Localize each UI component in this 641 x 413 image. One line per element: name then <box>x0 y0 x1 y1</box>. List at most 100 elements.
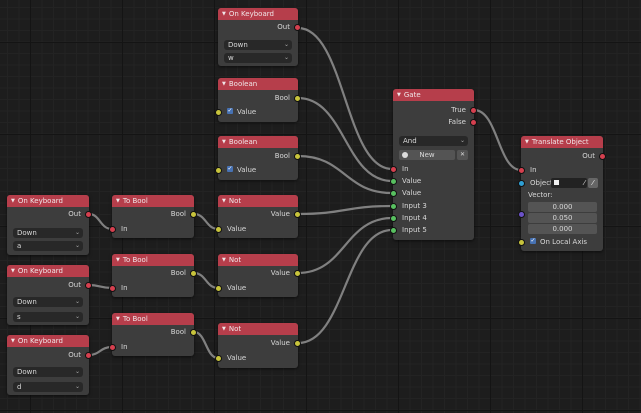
output-socket[interactable] <box>470 119 477 126</box>
eyedropper-button[interactable]: ⁄ <box>588 178 598 188</box>
node-header[interactable]: ▼Not <box>218 195 298 207</box>
input-socket[interactable] <box>215 226 222 233</box>
event-dropdown[interactable]: Down⌄ <box>224 40 292 50</box>
key-dropdown[interactable]: s⌄ <box>13 312 83 322</box>
node-on-keyboard-w[interactable]: ▼On Keyboard Out Down⌄ w⌄ <box>218 8 301 66</box>
local-axis-row[interactable]: ✓On Local Axis <box>518 237 603 247</box>
node-header[interactable]: ▼On Keyboard <box>7 195 89 207</box>
input-socket[interactable] <box>109 226 116 233</box>
vector-input-socket[interactable] <box>518 211 525 218</box>
event-dropdown[interactable]: Down⌄ <box>13 228 83 238</box>
collapse-icon[interactable]: ▼ <box>116 198 120 204</box>
node-translate-object[interactable]: ▼Translate Object Out In Object: ⁄ ⁄ Vec… <box>518 136 606 251</box>
checkbox[interactable]: ✓ <box>530 237 536 244</box>
link-not3-gate-input5 <box>296 228 394 345</box>
event-dropdown[interactable]: Down⌄ <box>13 367 83 377</box>
output-socket[interactable] <box>85 282 92 289</box>
node-boolean-2[interactable]: ▼Boolean Bool ✓Value <box>215 136 301 180</box>
collapse-icon[interactable]: ▼ <box>222 81 226 87</box>
value-checkbox-row[interactable]: ✓Value <box>215 107 298 117</box>
output-socket[interactable] <box>85 352 92 359</box>
collapse-icon[interactable]: ▼ <box>11 198 15 204</box>
node-boolean-1[interactable]: ▼Boolean Bool ✓Value <box>215 78 301 122</box>
output-socket[interactable] <box>599 153 606 160</box>
collapse-icon[interactable]: ▼ <box>116 316 120 322</box>
event-dropdown[interactable]: Down⌄ <box>13 297 83 307</box>
key-dropdown[interactable]: a⌄ <box>13 241 83 251</box>
node-not-1[interactable]: ▼Not Value Value <box>215 195 301 238</box>
collapse-icon[interactable]: ▼ <box>222 257 226 263</box>
new-button[interactable]: New <box>399 150 455 160</box>
node-to-bool-1[interactable]: ▼To Bool Bool In <box>109 195 197 238</box>
node-header[interactable]: ▼Boolean <box>218 78 298 90</box>
collapse-icon[interactable]: ▼ <box>222 11 226 17</box>
input-socket[interactable] <box>109 285 116 292</box>
node-to-bool-2[interactable]: ▼To Bool Bool In <box>109 254 197 297</box>
output-socket[interactable] <box>294 211 301 218</box>
input-socket[interactable] <box>390 178 397 185</box>
node-header[interactable]: ▼Translate Object <box>521 136 603 148</box>
node-gate[interactable]: ▼Gate True False And⌄ New ✕ In Value Val… <box>390 89 477 240</box>
node-header[interactable]: ▼To Bool <box>112 313 194 325</box>
collapse-icon[interactable]: ▼ <box>116 257 120 263</box>
output-socket[interactable] <box>294 95 301 102</box>
node-to-bool-3[interactable]: ▼To Bool Bool In <box>109 313 197 356</box>
input-socket[interactable] <box>518 167 525 174</box>
input-socket[interactable] <box>215 355 222 362</box>
collapse-icon[interactable]: ▼ <box>222 198 226 204</box>
node-header[interactable]: ▼Not <box>218 254 298 266</box>
output-socket[interactable] <box>190 329 197 336</box>
node-not-3[interactable]: ▼Not Value Value <box>215 323 301 368</box>
checkbox[interactable]: ✓ <box>227 107 233 114</box>
input-socket[interactable] <box>390 166 397 173</box>
vector-z-field[interactable]: 0.000 <box>528 224 597 234</box>
input-socket[interactable] <box>390 215 397 222</box>
vector-x-field[interactable]: 0.000 <box>528 202 597 212</box>
object-picker[interactable]: ⁄ <box>551 178 587 188</box>
input-socket[interactable] <box>390 190 397 197</box>
input-socket[interactable] <box>518 180 525 187</box>
output-socket[interactable] <box>190 211 197 218</box>
collapse-icon[interactable]: ▼ <box>397 92 401 98</box>
input-socket[interactable] <box>390 227 397 234</box>
input-socket[interactable] <box>390 203 397 210</box>
node-header[interactable]: ▼On Keyboard <box>218 8 298 20</box>
collapse-icon[interactable]: ▼ <box>11 338 15 344</box>
collapse-icon[interactable]: ▼ <box>222 326 226 332</box>
output-socket[interactable] <box>470 107 477 114</box>
eyedropper-icon[interactable]: ⁄ <box>583 179 585 187</box>
checkbox[interactable]: ✓ <box>227 165 233 172</box>
node-header[interactable]: ▼To Bool <box>112 254 194 266</box>
collapse-icon[interactable]: ▼ <box>222 139 226 145</box>
output-socket[interactable] <box>294 270 301 277</box>
vector-y-field[interactable]: 0.050 <box>528 213 597 223</box>
collapse-icon[interactable]: ▼ <box>11 268 15 274</box>
node-header[interactable]: ▼Boolean <box>218 136 298 148</box>
output-socket[interactable] <box>294 340 301 347</box>
node-header[interactable]: ▼Not <box>218 323 298 335</box>
input-socket[interactable] <box>109 344 116 351</box>
output-socket[interactable] <box>294 24 301 31</box>
input-socket[interactable] <box>518 239 525 246</box>
mode-dropdown[interactable]: And⌄ <box>399 136 468 146</box>
node-on-keyboard-a[interactable]: ▼On Keyboard Out Down⌄ a⌄ <box>7 195 92 255</box>
node-on-keyboard-s[interactable]: ▼On Keyboard Out Down⌄ s⌄ <box>7 265 92 325</box>
node-not-2[interactable]: ▼Not Value Value <box>215 254 301 297</box>
node-on-keyboard-d[interactable]: ▼On Keyboard Out Down⌄ d⌄ <box>7 335 92 395</box>
node-header[interactable]: ▼To Bool <box>112 195 194 207</box>
close-icon[interactable]: ✕ <box>457 150 468 160</box>
key-dropdown[interactable]: w⌄ <box>224 53 292 63</box>
output-socket[interactable] <box>190 270 197 277</box>
node-header[interactable]: ▼On Keyboard <box>7 265 89 277</box>
output-socket[interactable] <box>85 211 92 218</box>
input-socket[interactable] <box>215 285 222 292</box>
collapse-icon[interactable]: ▼ <box>525 139 529 145</box>
input-socket[interactable] <box>215 109 222 116</box>
node-header[interactable]: ▼On Keyboard <box>7 335 89 347</box>
value-checkbox-row[interactable]: ✓Value <box>215 165 298 175</box>
output-socket[interactable] <box>294 153 301 160</box>
input-socket[interactable] <box>215 167 222 174</box>
node-header[interactable]: ▼Gate <box>393 89 474 101</box>
key-dropdown[interactable]: d⌄ <box>13 382 83 392</box>
dropdown-value: And <box>403 137 417 145</box>
